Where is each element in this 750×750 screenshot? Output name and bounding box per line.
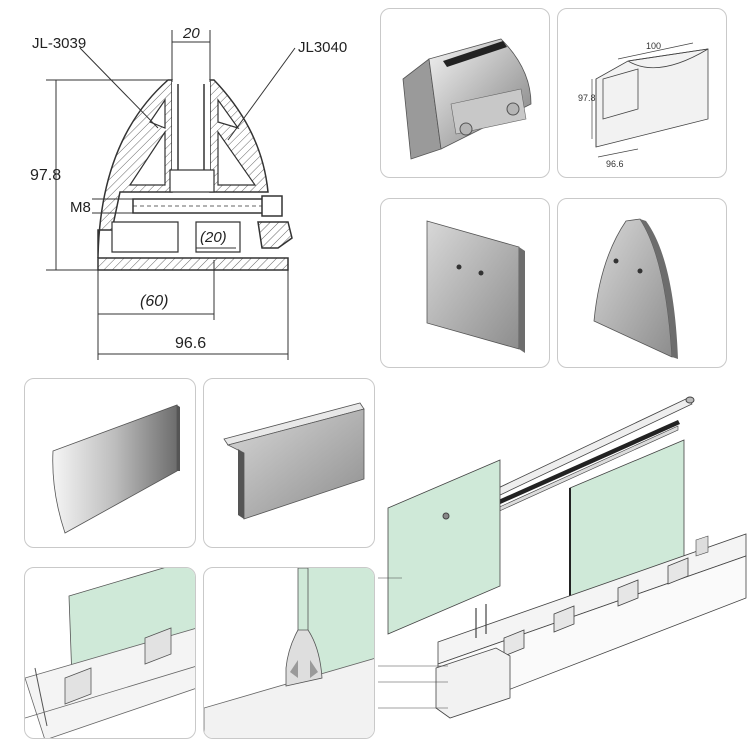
dim-height: 97.8 xyxy=(30,167,61,184)
dim-slot: (20) xyxy=(200,229,227,246)
glass-installation-rail-card xyxy=(24,567,196,739)
iso-dim-length: 100 xyxy=(646,41,661,51)
angle-cover-strip-card xyxy=(203,378,375,548)
part-label-right: JL3040 xyxy=(298,39,347,56)
part-label-left: JL-3039 xyxy=(32,35,86,52)
profile-iso-dimension-card: 100 97.8 96.6 xyxy=(557,8,727,178)
profile-cross-section-drawing: JL-3039 JL3040 20 97.8 M8 (20) (60) 96.6 xyxy=(0,0,375,375)
dim-bolt: M8 xyxy=(70,199,91,216)
rounded-end-cap-card xyxy=(557,198,727,368)
dim-total-width: 96.6 xyxy=(175,335,206,352)
dim-half-width: (60) xyxy=(140,293,168,310)
curved-cover-strip-card xyxy=(24,378,196,548)
iso-dim-height: 97.8 xyxy=(578,93,596,103)
dim-top-width: 20 xyxy=(182,25,200,42)
profile-render-card xyxy=(380,8,550,178)
square-end-cap-card xyxy=(380,198,550,368)
exploded-assembly-drawing xyxy=(378,378,750,750)
iso-dim-width: 96.6 xyxy=(606,159,624,169)
glass-installation-section-card xyxy=(203,567,375,739)
profile-body xyxy=(97,79,293,271)
